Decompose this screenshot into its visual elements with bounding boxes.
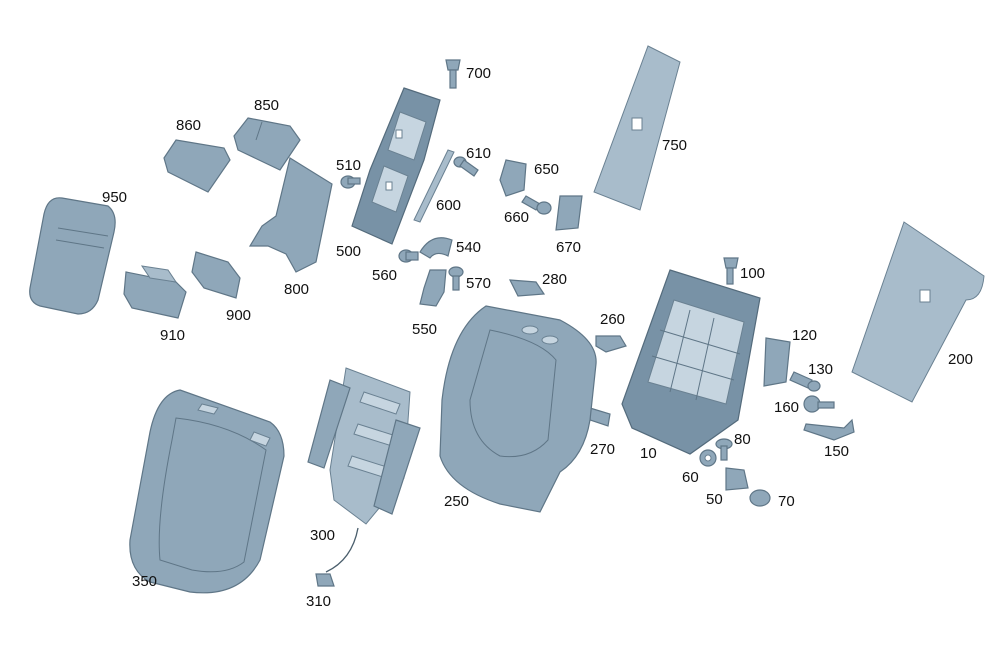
part-800 [248, 157, 333, 273]
part-540 [419, 237, 453, 259]
part-860 [163, 139, 231, 193]
callout-700: 700 [466, 65, 492, 82]
part-670 [555, 195, 583, 231]
part-280 [508, 279, 546, 297]
callout-600: 600 [436, 197, 462, 214]
callout-260: 260 [600, 311, 626, 328]
part-570 [448, 266, 464, 291]
callout-10: 10 [640, 445, 657, 462]
part-150 [803, 418, 855, 441]
callout-50: 50 [706, 491, 723, 508]
callout-560: 560 [372, 267, 398, 284]
part-510 [340, 175, 361, 189]
callout-860: 860 [176, 117, 202, 134]
part-500 [351, 87, 441, 245]
callout-950: 950 [102, 189, 128, 206]
callout-550: 550 [412, 321, 438, 338]
part-310 [315, 573, 335, 587]
part-910 [123, 265, 187, 319]
part-60 [699, 449, 717, 467]
part-660 [521, 195, 552, 215]
part-350 [129, 389, 285, 594]
callout-200: 200 [948, 351, 974, 368]
part-120 [763, 337, 791, 387]
part-260 [595, 335, 627, 353]
callout-100: 100 [740, 265, 766, 282]
callout-750: 750 [662, 137, 688, 154]
part-200 [851, 221, 985, 403]
part-550 [419, 269, 447, 307]
callout-250: 250 [444, 493, 470, 510]
callout-850: 850 [254, 97, 280, 114]
callout-510: 510 [336, 157, 362, 174]
callout-540: 540 [456, 239, 482, 256]
part-130 [789, 371, 821, 392]
callout-660: 660 [504, 209, 530, 226]
part-70 [749, 489, 771, 507]
callout-570: 570 [466, 275, 492, 292]
part-10 [621, 269, 761, 455]
callout-350: 350 [132, 573, 158, 590]
part-100 [723, 257, 739, 285]
callout-80: 80 [734, 431, 751, 448]
part-700 [445, 59, 461, 89]
callout-670: 670 [556, 239, 582, 256]
part-850 [233, 117, 301, 171]
part-600 [413, 149, 455, 223]
callout-280: 280 [542, 271, 568, 288]
callout-70: 70 [778, 493, 795, 510]
callout-300: 300 [310, 527, 336, 544]
callout-800: 800 [284, 281, 310, 298]
callout-160: 160 [774, 399, 800, 416]
callout-310: 310 [306, 593, 332, 610]
part-160 [803, 395, 835, 413]
part-250 [439, 305, 597, 513]
part-560 [398, 249, 419, 263]
callout-900: 900 [226, 307, 252, 324]
part-80 [715, 438, 733, 461]
part-950 [29, 197, 116, 315]
callout-650: 650 [534, 161, 560, 178]
part-50 [725, 467, 749, 491]
callout-270: 270 [590, 441, 616, 458]
callout-130: 130 [808, 361, 834, 378]
callout-500: 500 [336, 243, 362, 260]
part-750 [593, 45, 681, 211]
callout-610: 610 [466, 145, 492, 162]
part-300 [307, 367, 421, 573]
part-650 [499, 159, 527, 197]
callout-150: 150 [824, 443, 850, 460]
part-610 [453, 156, 479, 177]
callout-120: 120 [792, 327, 818, 344]
part-270 [589, 407, 611, 427]
part-900 [191, 251, 241, 299]
callout-910: 910 [160, 327, 186, 344]
callout-60: 60 [682, 469, 699, 486]
